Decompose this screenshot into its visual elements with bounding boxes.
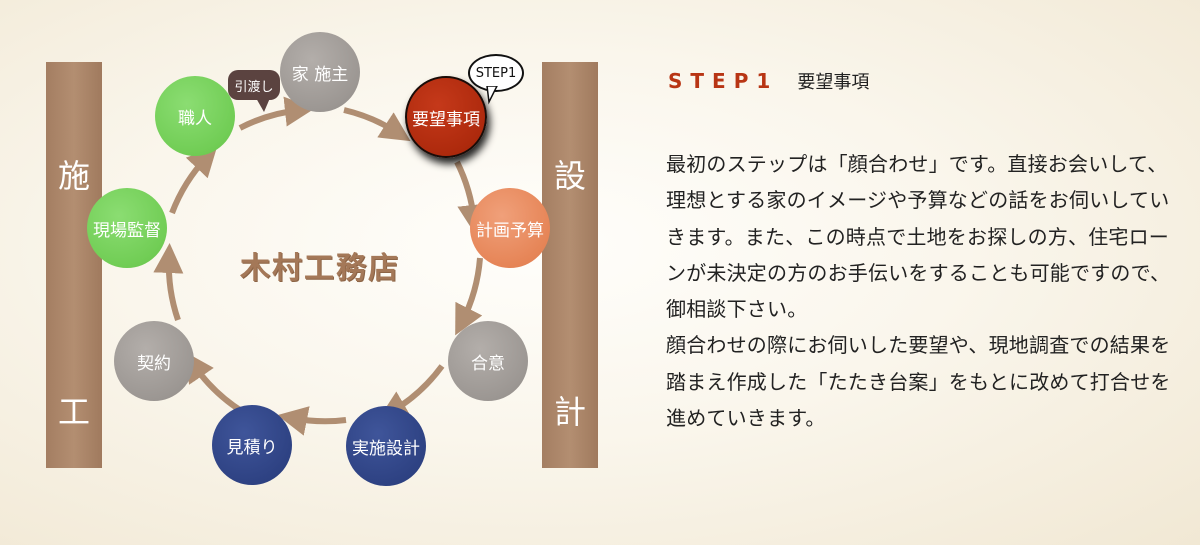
- arrow-craftsman-to-client: [238, 96, 315, 131]
- description-paragraph-2: 顔合わせの際にお伺いした要望や、現地調査での結果を踏まえ作成した「たたき台案」を…: [666, 333, 1171, 431]
- right-bar-bottom-char: 計: [553, 393, 586, 431]
- node-agreement: 合意: [448, 321, 528, 401]
- step-heading: STEP1 要望事項: [668, 68, 869, 94]
- node-site-supervision: 現場監督: [87, 188, 167, 268]
- arrow-budget-to-agreement: [455, 257, 483, 336]
- description-paragraph-1: 最初のステップは「顔合わせ」です。直接お会いして、理想とする家のイメージや予算な…: [666, 152, 1171, 322]
- right-bar-design: 設 計: [542, 62, 598, 468]
- step-number: STEP1: [668, 69, 779, 93]
- node-detail-design: 実施設計: [346, 406, 426, 486]
- node-requests: 要望事項: [405, 76, 487, 158]
- node-craftsman: 職人: [155, 76, 235, 156]
- arrow-contract-to-site-supervision: [153, 243, 184, 321]
- arrow-site-supervision-to-craftsman: [169, 146, 218, 215]
- arrow-requests-to-budget: [454, 160, 488, 235]
- handover-bubble: 引渡し: [228, 70, 280, 100]
- step-title: 要望事項: [797, 72, 870, 93]
- node-client: 家 施主: [280, 32, 360, 112]
- company-name: 木村工務店: [240, 251, 400, 286]
- right-bar-top-char: 設: [553, 157, 586, 195]
- step-description: 最初のステップは「顔合わせ」です。直接お会いして、理想とする家のイメージや予算な…: [666, 146, 1171, 436]
- node-contract: 契約: [114, 321, 194, 401]
- arrow-detail-design-to-estimate: [277, 406, 347, 436]
- left-bar-bottom-char: 工: [57, 393, 90, 431]
- node-estimate: 見積り: [212, 405, 292, 485]
- left-bar-top-char: 施: [57, 157, 90, 195]
- left-bar-construction: 施 工: [46, 62, 102, 468]
- arrow-agreement-to-detail-design: [378, 364, 445, 420]
- node-budget: 計画予算: [470, 188, 550, 268]
- step-bubble-tail: [486, 86, 498, 105]
- arrow-estimate-to-contract: [184, 351, 245, 415]
- arrow-client-to-requests: [343, 107, 411, 142]
- handover-bubble-tail: [256, 98, 270, 112]
